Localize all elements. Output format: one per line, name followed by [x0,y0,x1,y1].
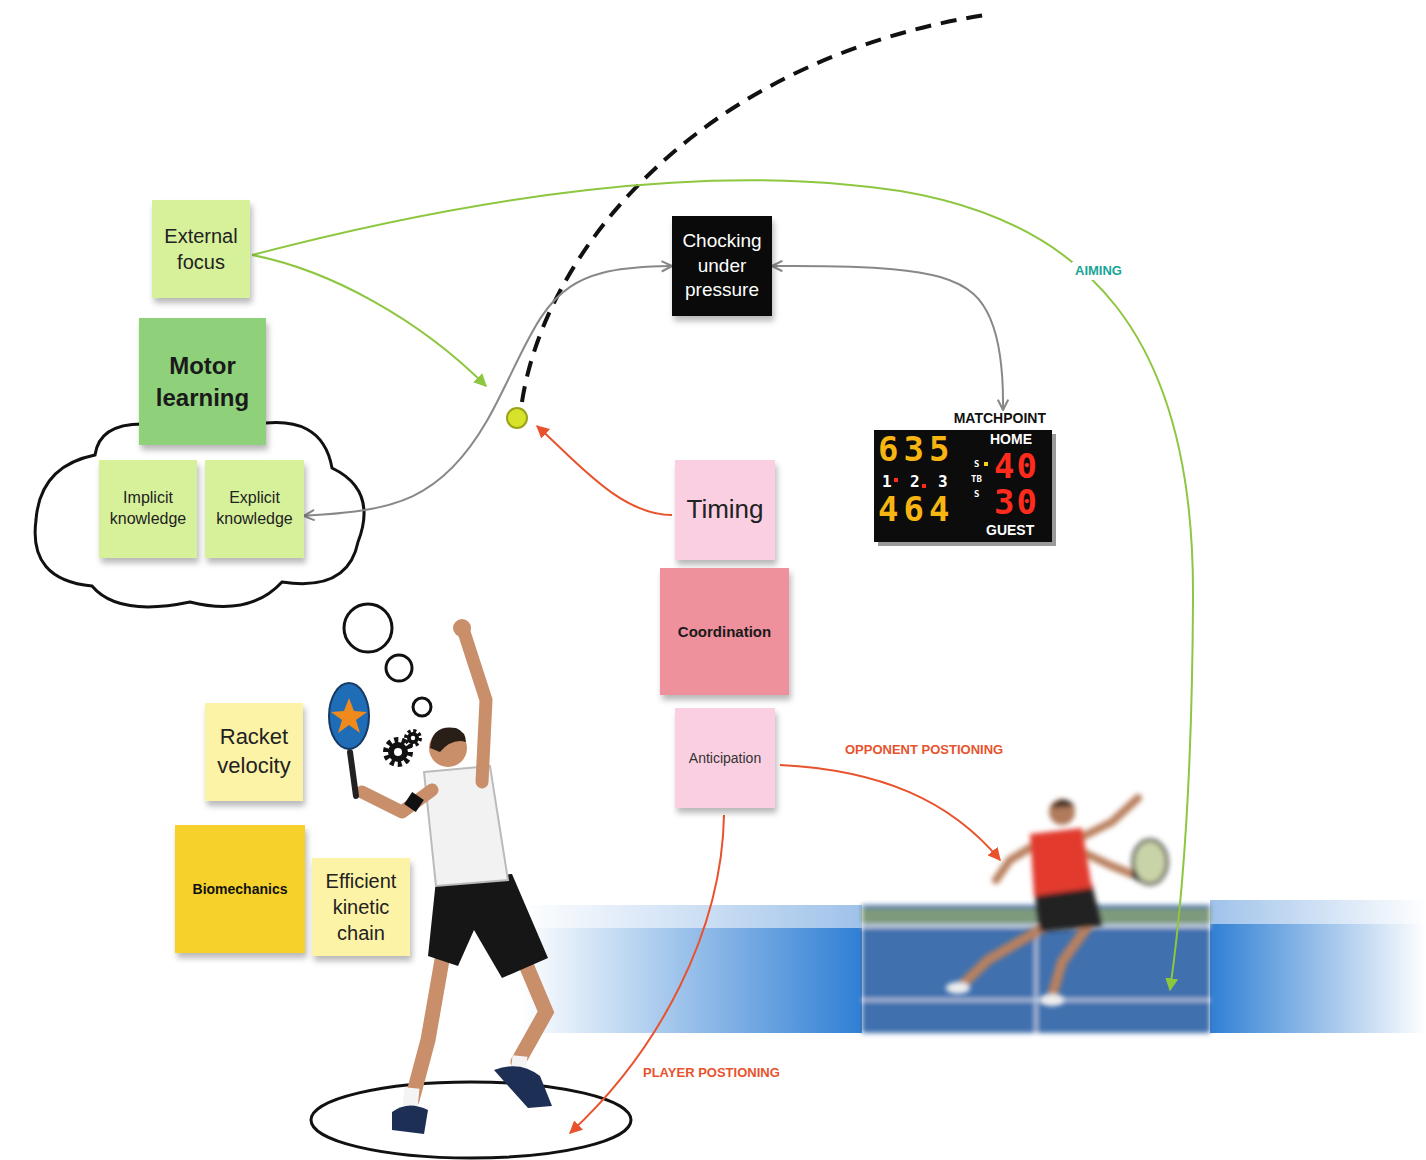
game-score: 30 [994,485,1039,519]
shoe [946,982,970,994]
thought-bubble [413,698,431,716]
aiming-arrow [252,180,1193,990]
sticky-note: Efficient kinetic chain [312,858,410,956]
opponent-player [946,798,1167,1006]
arm [464,632,486,782]
shoe [392,1105,428,1134]
arrow-label: AIMING [1072,262,1125,280]
note-text: Efficient kinetic chain [318,868,404,946]
note-text: Timing [686,493,763,527]
court-line [1035,926,1037,1033]
armband [410,796,418,808]
head [1049,799,1075,825]
sticky-note: Explicit knowledge [205,460,304,558]
set-number: 2 [910,474,920,490]
focus-arrow [252,255,486,386]
gear-hole [394,748,402,756]
note-text: External focus [158,223,244,275]
board-lamp [922,484,926,488]
gear-teeth [406,731,420,745]
racket [1133,840,1167,884]
set-score: 635 [878,432,954,466]
sticky-note: Coordination [660,568,789,695]
concept-box: Chocking under pressure [672,216,772,316]
ball-trajectory [522,15,985,402]
sticky-note: Racket velocity [205,703,303,801]
racket [329,683,369,749]
leg [518,960,546,1062]
sticky-note: Motor learning [139,318,266,445]
racket-star [331,698,367,733]
court-band [1210,900,1426,1033]
note-text: Anticipation [689,749,761,767]
timing-arrow [537,426,672,515]
racket-handle [350,752,356,796]
court-photo [862,905,1210,1033]
team-name: HOME [990,432,1032,446]
thought-bubble [344,604,392,652]
note-text: Biomechanics [193,880,288,898]
board-tag: S [974,460,979,469]
arm [362,790,432,812]
gear-hole [411,736,415,740]
leg [412,960,442,1100]
player [311,619,631,1158]
shirt [424,766,508,886]
sticky-note: Timing [675,460,775,560]
sock [410,1088,412,1108]
sticky-note: Anticipation [675,708,775,808]
game-score: 40 [994,449,1039,483]
shoe [494,1066,552,1108]
leg [1052,926,1088,996]
court-band [520,905,862,1033]
note-text: Motor learning [145,350,260,412]
note-text: Chocking under pressure [678,229,766,303]
team-name: GUEST [986,523,1034,537]
hand [453,619,471,637]
scoreboard: MATCHPOINT635 1 2 3 464 S TB S HOME 4030GUEST [872,410,1054,542]
sticky-note: Implicit knowledge [99,460,197,558]
set-number: 3 [938,474,948,490]
court-surface [862,905,1210,1033]
scoreboard-panel: 635 1 2 3 464 S TB S HOME 4030GUEST [874,430,1052,542]
court-band-top [1210,900,1426,924]
note-text: Racket velocity [211,723,297,780]
player-arrow [570,815,724,1133]
thought-bubble [386,655,412,681]
shirt [1030,828,1092,896]
note-text: Coordination [678,622,771,642]
ball [507,408,527,428]
leg [962,926,1046,985]
board-lamp [984,462,988,466]
note-text: Implicit knowledge [105,488,191,530]
shorts [428,874,548,978]
set-score: 464 [878,492,954,526]
board-tag: S [974,490,979,499]
note-text: Explicit knowledge [211,488,298,530]
arrow-label: PLAYER POSTIONING [640,1064,783,1082]
sticky-note: Biomechanics [175,825,305,953]
board-lamp [894,478,898,482]
connector [304,266,672,516]
hair [430,727,466,752]
gear [388,742,408,762]
arrow-label: OPPONENT POSTIONING [842,741,1006,759]
arm [1076,798,1138,840]
sticky-note: External focus [152,200,250,298]
board-heading: MATCHPOINT [872,410,1054,430]
gear [407,732,419,744]
shoe [1040,994,1064,1006]
court-band-top [520,905,862,928]
hair [1050,799,1075,808]
set-number: 1 [882,474,892,490]
board-tag: TB [971,475,982,484]
connector [772,266,1003,410]
court-net [862,908,1210,924]
opponent-arrow [780,765,1000,860]
